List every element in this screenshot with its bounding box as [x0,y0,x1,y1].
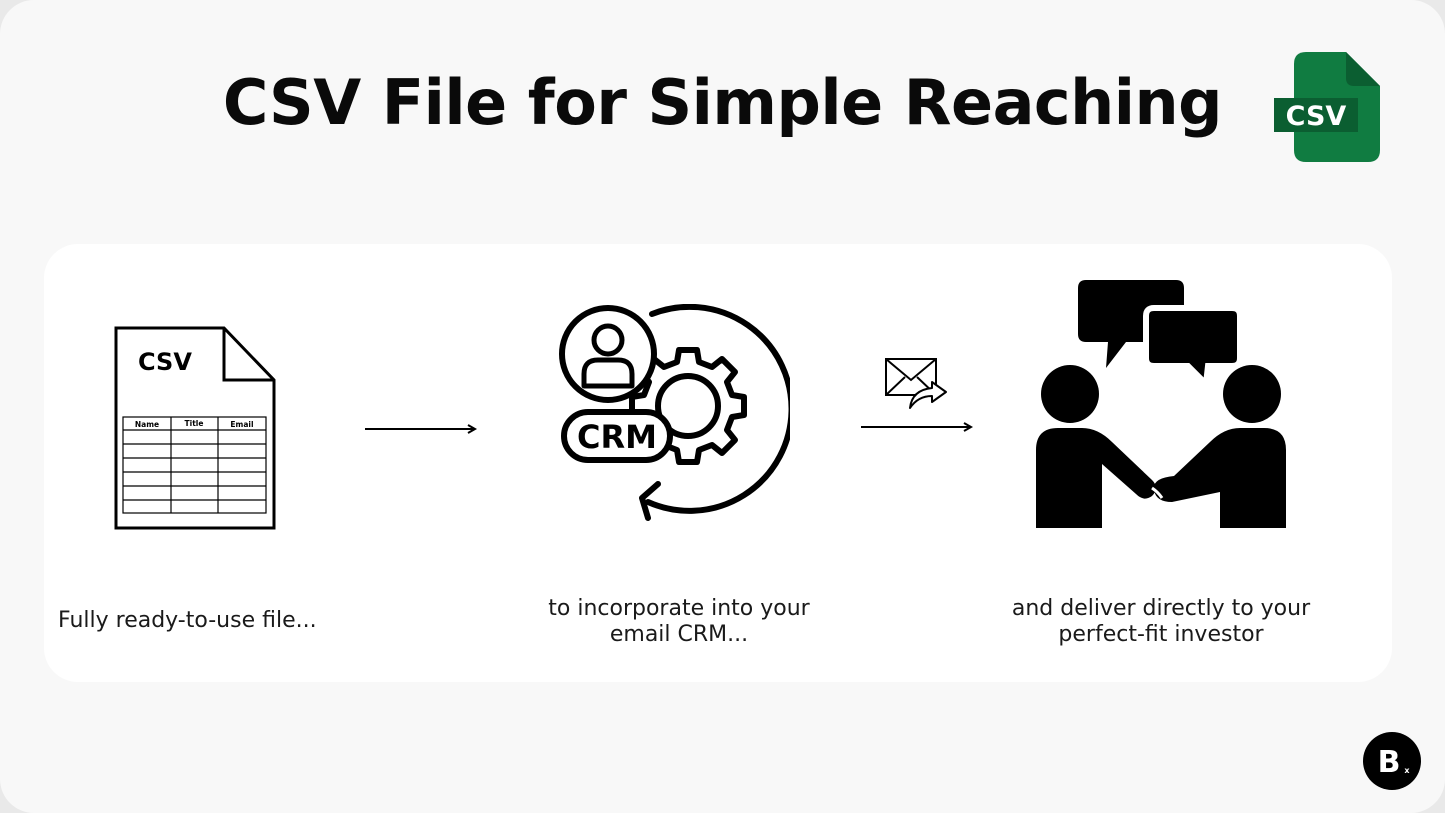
brand-sub: x [1404,766,1410,775]
table-header-name: Name [135,420,159,429]
spreadsheet-document-icon: CSV Name Title Email [114,326,276,530]
email-send-icon [885,358,947,409]
crm-label: CRM [577,418,657,456]
step-2-caption: to incorporate into your email CRM... [514,596,844,648]
step-3-caption-line-2: perfect-fit investor [1058,622,1264,647]
crm-gear-icon: CRM [559,304,790,521]
step-2-caption-line-2: email CRM... [609,622,749,647]
steps-panel: CSV Name Title Email [44,244,1392,682]
step-1-caption: Fully ready-to-use file... [58,608,317,633]
table-header-title: Title [185,419,204,428]
page-title: CSV File for Simple Reaching [0,66,1445,139]
step-3-caption-line-1: and deliver directly to your [1011,596,1311,621]
document-label: CSV [138,348,192,376]
arrow-right-icon [365,424,478,434]
badge-label: CSV [1286,101,1347,132]
handshake-chat-icon [1036,280,1286,528]
table-header-email: Email [230,420,253,429]
step-3-caption: and deliver directly to your perfect-fit… [974,596,1348,648]
step-2-caption-line-1: to incorporate into your [548,596,810,621]
arrow-right-icon [861,422,974,432]
brand-logo-icon: B x [1363,732,1421,790]
title-part-2: Simple Reaching [647,66,1223,139]
csv-file-icon: CSV [1274,52,1380,162]
title-part-1: CSV File for [222,66,648,139]
brand-letter: B [1378,745,1401,780]
